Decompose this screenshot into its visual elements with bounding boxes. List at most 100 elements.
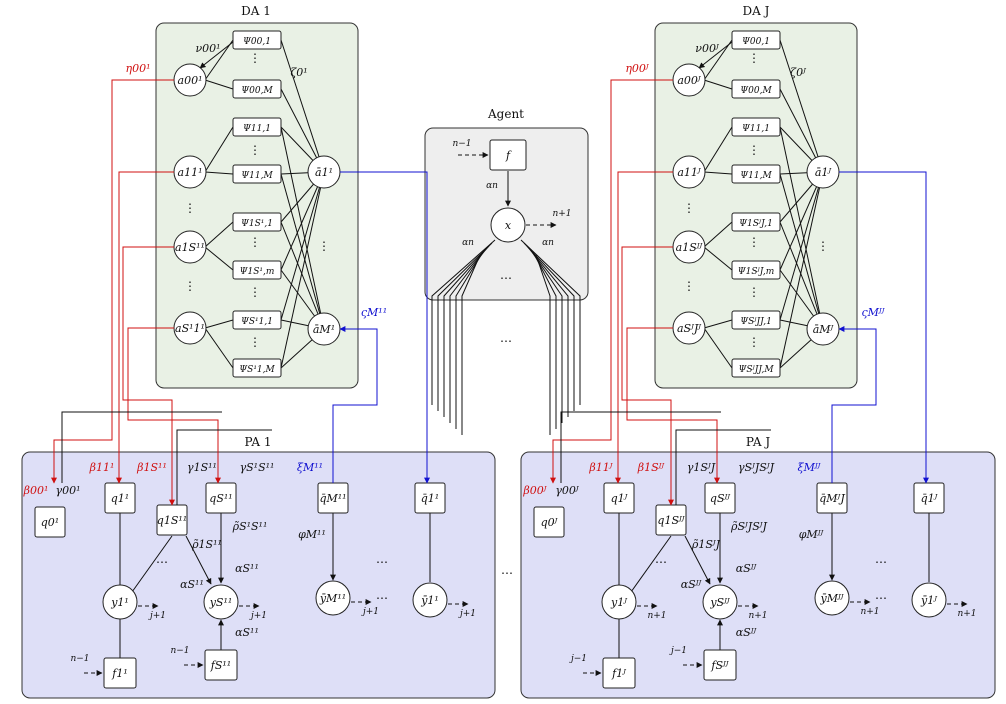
pa1-f-1-box [204, 649, 238, 681]
da1-left-edge [204, 79, 234, 90]
da1-psi-edge [280, 126, 325, 330]
da1-psi-6-box [232, 310, 282, 330]
da1-left-3-label: aS¹1¹ [175, 322, 205, 335]
pa1-f-0-box [103, 657, 137, 689]
pa1-red-2 [122, 246, 175, 506]
pa1-step-out-2-label: j+1 [361, 607, 379, 617]
da1-title: DA 1 [241, 4, 271, 18]
da1-psi-5-label: Ψ1S¹,m [240, 267, 275, 277]
daJ-vdots-6: ⋮ [683, 201, 695, 215]
pa1-top-6: ξM¹¹ [297, 461, 323, 474]
paJ-y-3-node [911, 582, 947, 618]
paJ-q-5-box [913, 482, 945, 514]
daJ-psi-edge [779, 39, 824, 173]
pa1-title: PA 1 [244, 435, 271, 449]
da1-left-edge [204, 246, 234, 271]
agent-fan-left [431, 239, 496, 405]
agent-fan-left [443, 245, 490, 417]
pa1-q-3-box [205, 482, 237, 514]
paJ-step-out-2-label: n+1 [860, 607, 879, 617]
da1-panel [155, 22, 359, 389]
paJ-cross-2 [684, 535, 711, 585]
daJ-psi-edge [779, 171, 824, 271]
agent-fan-right [529, 248, 563, 423]
da1-psi-7-box [232, 358, 282, 378]
da1-right-1-label: āM¹ [313, 323, 335, 336]
daJ-vdots-4: ⋮ [748, 285, 760, 299]
da1-left-0-label: a00¹ [178, 74, 203, 87]
agent-fan-left [455, 251, 484, 429]
paJ-top-2: β11ᴶ [588, 461, 613, 474]
da1-eta-label: η00¹ [126, 62, 151, 75]
daJ-panel [654, 22, 858, 389]
paJ-red-1 [615, 171, 673, 484]
da1-psi-edge [280, 39, 325, 173]
daJ-psi-5-label: Ψ1SᴶJ,m [738, 267, 775, 277]
daJ-psi-edge [779, 126, 824, 330]
da1-zetaM-label: ςM¹¹ [361, 306, 387, 319]
daJ-psi-edge [779, 171, 824, 321]
daJ-psi-2-label: Ψ11,1 [742, 124, 770, 134]
daJ-psi-3-box [731, 164, 781, 184]
pa1-dots-2: ⋯ [376, 555, 388, 569]
pa1-y-2-node [315, 580, 351, 616]
paJ-f-0-label: f1ᴶ [611, 667, 627, 680]
paJ-top-5: γSᴶJSᴶJ [738, 461, 775, 474]
paJ-top-1: γ00ᴶ [555, 484, 580, 497]
da1-left-edge [204, 39, 234, 81]
paJ-q-0-box [533, 506, 565, 538]
daJ-vdots-7: ⋮ [683, 279, 695, 293]
da1-psi-1-box [232, 79, 282, 99]
daJ-right-1-label: āMᴶ [813, 323, 835, 336]
da1-left-2-label: a1S¹¹ [175, 241, 205, 254]
agent-fan-right [526, 245, 569, 417]
da1-vdots-5: ⋮ [249, 335, 261, 349]
da1-left-edge [204, 126, 234, 173]
daJ-nu-label: ν00ᴶ [695, 42, 720, 55]
agent-x-node [490, 207, 526, 243]
daJ-nu-arrow [698, 41, 733, 69]
pa1-step-out-3-label: j+1 [458, 609, 476, 619]
pa1-step-out-0-label: j+1 [148, 611, 166, 621]
daJ-psi-7-label: ΨSᴶJJ,M [738, 365, 774, 375]
da1-vdots-2: ⋮ [249, 143, 261, 157]
pa1-red-0 [51, 79, 174, 484]
pa1-top-0: β00¹ [23, 484, 49, 497]
pa1-cross-1 [131, 535, 173, 593]
daJ-vdots-1: ⋮ [748, 51, 760, 65]
daJ-psi-4-box [731, 212, 781, 232]
daJ-vdots-2: ⋮ [748, 143, 760, 157]
pa1-y-1-node [203, 584, 239, 620]
da1-left-1-label: a11¹ [178, 166, 203, 179]
paJ-step-out-1-label: n+1 [748, 611, 767, 621]
daJ-left-edge [703, 39, 733, 81]
paJ-black-0 [560, 411, 721, 483]
center-dots: ⋯ [500, 334, 512, 348]
da1-psi-0-box [232, 30, 282, 50]
pa1-dots-1: ⋯ [156, 555, 168, 569]
paJ-q-3-label: qSᴶᴶ [710, 492, 731, 505]
pa1-dots-3: ⋯ [376, 591, 388, 605]
paJ-top-4: γ1SᴶJ [687, 461, 716, 474]
pa1-y-1-label: yS¹¹ [209, 596, 233, 609]
paJ-q-3-box [704, 482, 736, 514]
paJ-cross-1 [630, 535, 672, 593]
pa1-f-1-label: fS¹¹ [210, 659, 231, 672]
paJ-mid-2: φMᴶᴶ [799, 528, 825, 541]
daJ-psi-0-label: Ψ00,1 [742, 37, 770, 47]
paJ-black-1 [675, 429, 771, 505]
paJ-mid-0: ρ̃1SᴶJ [691, 538, 721, 551]
pa1-y-3-node [412, 582, 448, 618]
daJ-psi-5-box [731, 260, 781, 280]
daJ-vdots-8: ⋮ [817, 239, 829, 253]
paJ-dots-1: ⋯ [655, 555, 667, 569]
da1-left-edge [204, 327, 234, 369]
daJ-psi-3-label: Ψ11,M [740, 171, 772, 181]
paJ-mid-5: αSᴶᴶ [736, 626, 758, 639]
agent-fan-right [535, 254, 551, 435]
pa1-step-out-1-label: j+1 [249, 611, 267, 621]
pa1-cross-2 [185, 535, 212, 585]
pa1-step-in-1-label: n−1 [70, 654, 89, 664]
paJ-step-out-3-label: n+1 [957, 609, 976, 619]
